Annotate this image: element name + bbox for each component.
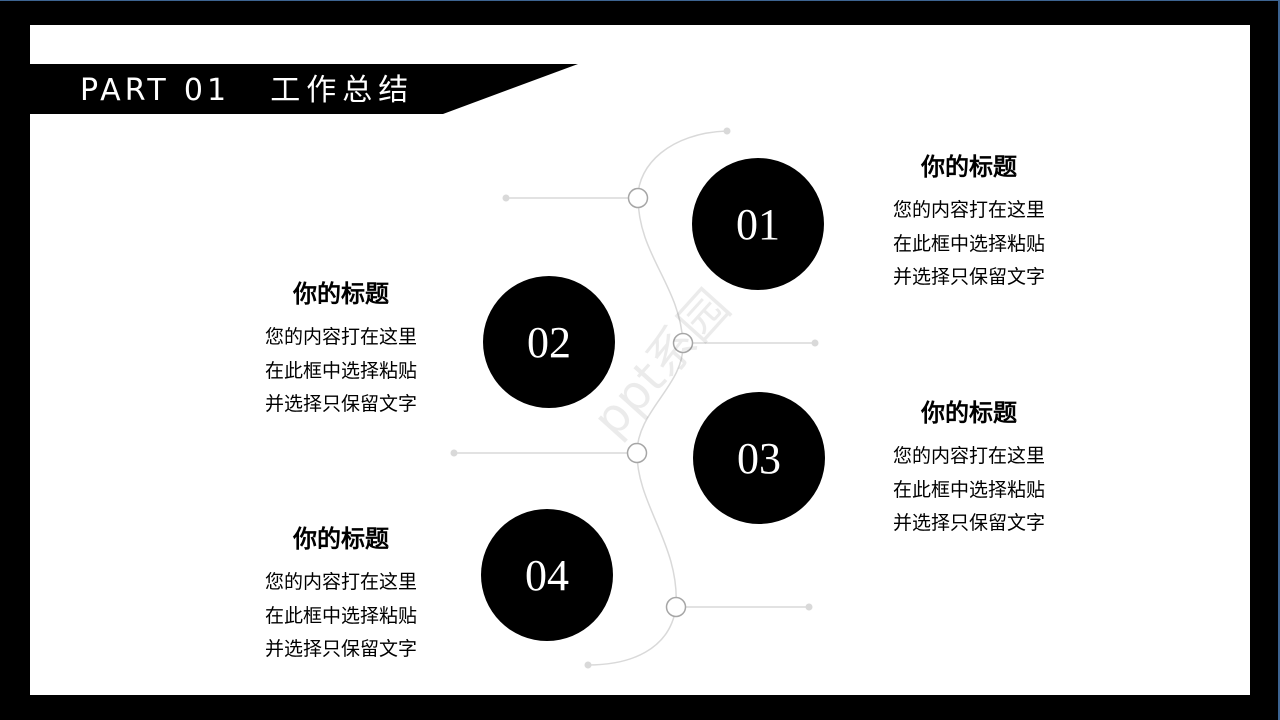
slide-canvas: PART 01 工作总结 01 02 03 04 你的标题 您的内容打在 <box>30 25 1250 695</box>
block-line: 您的内容打在这里 <box>264 571 417 593</box>
step-number: 01 <box>736 199 780 249</box>
step-number: 03 <box>737 433 781 483</box>
frame-top-edge <box>0 0 1280 1</box>
step-circle-04: 04 <box>481 509 613 641</box>
step-number: 04 <box>525 550 569 600</box>
block-line: 在此框中选择粘贴 <box>264 359 417 382</box>
banner-title: PART 01 工作总结 <box>80 71 414 109</box>
block-line: 并选择只保留文字 <box>264 393 417 415</box>
step-circle-03: 03 <box>693 392 825 524</box>
text-block-03: 你的标题 您的内容打在这里 在此框中选择粘贴 并选择只保留文字 <box>879 398 1059 541</box>
text-block-02: 你的标题 您的内容打在这里 在此框中选择粘贴 并选择只保留文字 <box>251 279 431 422</box>
step-number: 02 <box>527 317 571 367</box>
section-banner: PART 01 工作总结 <box>30 64 578 114</box>
step-circle-02: 02 <box>483 276 615 408</box>
part-number: 01 <box>183 73 231 108</box>
block-title: 你的标题 <box>293 525 389 553</box>
step-circle-01: 01 <box>692 158 824 290</box>
block-line: 并选择只保留文字 <box>892 512 1045 534</box>
part-label: PART <box>80 73 170 108</box>
banner-shape <box>30 64 578 114</box>
text-block-04: 你的标题 您的内容打在这里 在此框中选择粘贴 并选择只保留文字 <box>251 524 431 667</box>
timeline-connector <box>450 127 819 669</box>
block-title: 你的标题 <box>921 153 1017 181</box>
block-line: 并选择只保留文字 <box>892 266 1045 288</box>
block-line: 在此框中选择粘贴 <box>264 604 417 627</box>
frame-right-edge <box>1278 0 1280 720</box>
block-line: 您的内容打在这里 <box>892 199 1045 221</box>
block-line: 您的内容打在这里 <box>892 445 1045 467</box>
text-block-01: 你的标题 您的内容打在这里 在此框中选择粘贴 并选择只保留文字 <box>879 152 1059 295</box>
block-line: 您的内容打在这里 <box>264 326 417 348</box>
block-line: 并选择只保留文字 <box>264 638 417 660</box>
block-line: 在此框中选择粘贴 <box>892 232 1045 255</box>
block-line: 在此框中选择粘贴 <box>892 478 1045 501</box>
section-title: 工作总结 <box>270 73 415 108</box>
block-title: 你的标题 <box>921 399 1017 427</box>
block-title: 你的标题 <box>293 280 389 308</box>
